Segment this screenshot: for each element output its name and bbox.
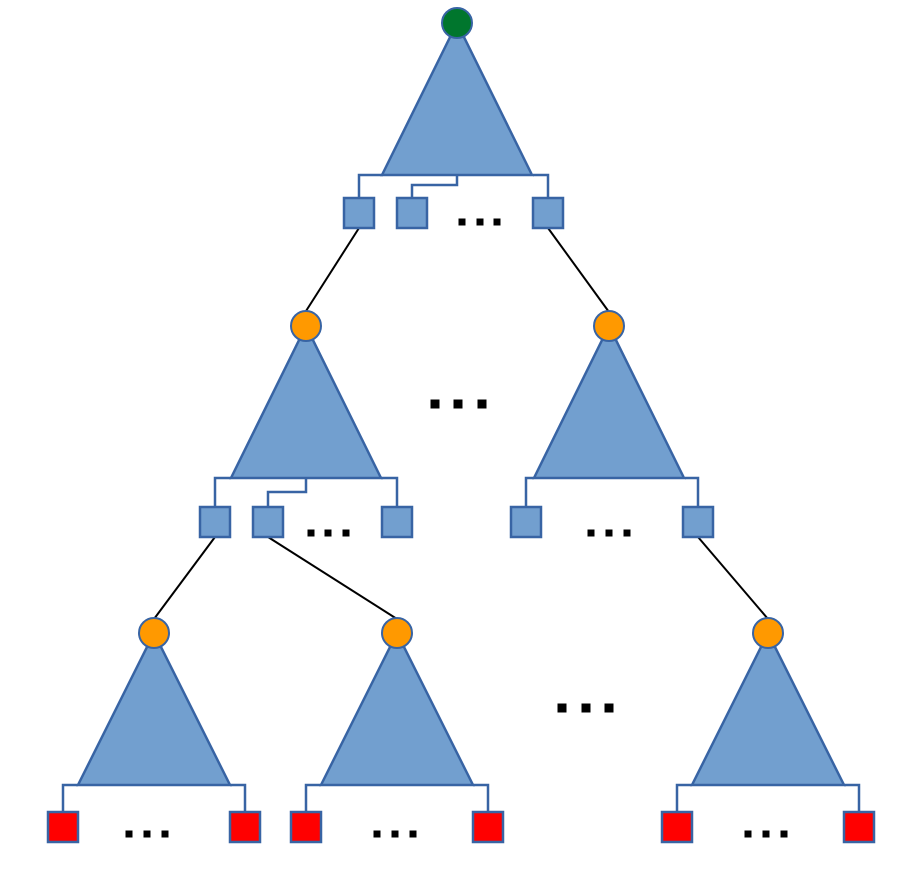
leaf-square-red — [46, 810, 80, 844]
ellipsis-dot — [342, 529, 350, 537]
ellipsis-dot — [324, 529, 332, 537]
ellipsis-dot — [780, 830, 788, 838]
subtree-connector — [304, 783, 321, 812]
ellipsis-dot — [161, 830, 169, 838]
subtree-triangle — [75, 630, 233, 787]
subtree-connector — [61, 783, 78, 812]
leaf-square — [380, 505, 414, 539]
inner-node — [290, 310, 322, 342]
ellipsis-dot — [587, 529, 595, 537]
subtree-connector — [685, 476, 700, 507]
ellipsis-dot — [430, 399, 440, 409]
leaf-square — [509, 505, 543, 539]
subtree-triangle — [228, 323, 384, 480]
ellipsis-dot — [581, 703, 591, 713]
ellipsis-dot — [373, 830, 381, 838]
ellipsis-dot — [604, 703, 614, 713]
subtree-connector — [213, 476, 231, 507]
subtree-triangle — [318, 630, 476, 787]
ellipsis-dot — [493, 218, 501, 226]
ellipsis-dot — [391, 830, 399, 838]
ellipsis-dot — [125, 830, 133, 838]
subtree-triangle — [379, 20, 535, 177]
leaf-square-red — [228, 810, 262, 844]
tree-edge — [305, 227, 360, 312]
subtree-triangle — [531, 323, 687, 480]
leaf-square — [681, 505, 715, 539]
leaf-square-red — [660, 810, 694, 844]
tree-edge — [547, 227, 610, 313]
subtree-connector — [410, 175, 459, 198]
subtree-connector — [357, 173, 383, 198]
subtree-connector — [844, 783, 861, 812]
root-node — [441, 7, 473, 39]
ellipsis-dot — [557, 703, 567, 713]
ellipsis-dot — [409, 830, 417, 838]
inner-node — [138, 617, 170, 649]
subtree-connector — [675, 783, 692, 812]
leaf-square — [198, 505, 232, 539]
subtree-connector — [524, 476, 534, 507]
subtree-connector — [230, 783, 247, 812]
ellipsis-dot — [458, 218, 466, 226]
ellipsis-dot — [762, 830, 770, 838]
leaf-square — [342, 196, 376, 230]
ellipsis-dot — [307, 529, 315, 537]
ellipsis-dot — [623, 529, 631, 537]
ellipsis-dot — [453, 399, 463, 409]
inner-node — [752, 617, 784, 649]
inner-node — [381, 617, 413, 649]
leaf-square — [251, 505, 285, 539]
tree-edge — [153, 536, 216, 620]
ellipsis-dot — [143, 830, 151, 838]
subtree-connector — [381, 476, 399, 507]
leaf-square-red — [289, 810, 323, 844]
ellipsis-dot — [476, 218, 484, 226]
ellipsis-dot — [744, 830, 752, 838]
leaf-square-red — [471, 810, 505, 844]
subtree-connector — [266, 478, 308, 507]
tree-edge — [697, 536, 769, 620]
leaf-square-red — [842, 810, 876, 844]
leaf-square — [395, 196, 429, 230]
ellipsis-dot — [605, 529, 613, 537]
subtree-connector — [533, 173, 550, 198]
subtree-connector — [473, 783, 490, 812]
subtree-triangle — [689, 630, 847, 787]
tree-edge — [267, 536, 398, 620]
inner-node — [593, 310, 625, 342]
ellipsis-dot — [477, 399, 487, 409]
leaf-square — [531, 196, 565, 230]
